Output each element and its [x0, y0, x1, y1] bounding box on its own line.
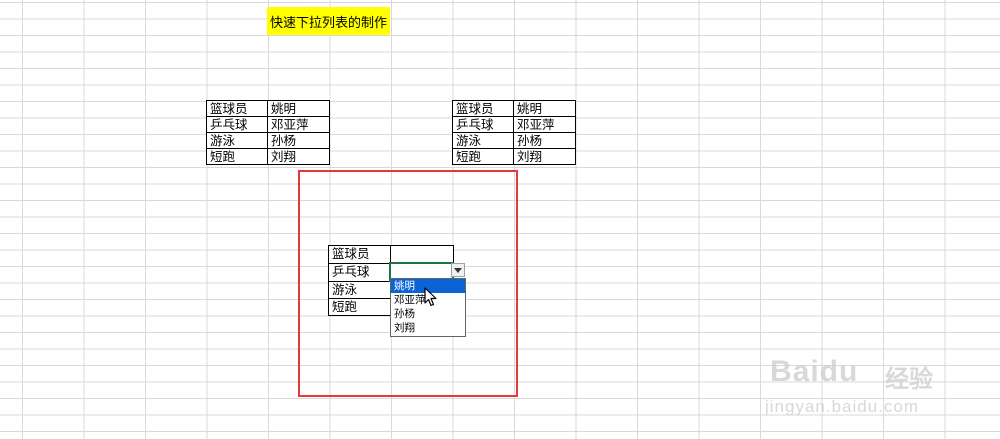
table-cell[interactable]: 游泳 [206, 132, 268, 149]
table-row: 乒乓球 [328, 262, 454, 282]
table-cell[interactable]: 姚明 [267, 100, 330, 117]
table-cell[interactable]: 邓亚萍 [513, 116, 576, 133]
watermark-logo: Baidu [770, 355, 859, 388]
table-row: 短跑 刘翔 [452, 148, 576, 165]
table-cell[interactable]: 篮球员 [206, 100, 268, 117]
highlight-box [298, 170, 518, 397]
table-cell[interactable]: 乒乓球 [206, 116, 268, 133]
table-cell[interactable]: 短跑 [452, 148, 514, 165]
table-cell[interactable]: 游泳 [328, 280, 391, 299]
baidu-watermark: Baidu 经验 jingyan.baidu.com [765, 355, 995, 435]
watermark-text: 经验 [885, 365, 933, 393]
table-row: 乒乓球 邓亚萍 [206, 116, 330, 133]
table-cell[interactable]: 篮球员 [328, 245, 391, 264]
table-row: 游泳 孙杨 [206, 132, 330, 149]
table-row: 乒乓球 邓亚萍 [452, 116, 576, 133]
table-row: 短跑 刘翔 [206, 148, 330, 165]
watermark-url: jingyan.baidu.com [765, 397, 920, 416]
table-cell[interactable]: 游泳 [452, 132, 514, 149]
left-reference-table: 篮球员 姚明 乒乓球 邓亚萍 游泳 孙杨 短跑 刘翔 [206, 100, 330, 165]
sheet-title-cell[interactable]: 快速下拉列表的制作 [267, 7, 390, 35]
table-cell[interactable]: 孙杨 [267, 132, 330, 149]
table-row: 游泳 孙杨 [452, 132, 576, 149]
table-cell[interactable]: 姚明 [513, 100, 576, 117]
table-cell[interactable]: 短跑 [328, 298, 391, 316]
table-cell[interactable]: 刘翔 [267, 148, 330, 165]
mouse-pointer-icon [424, 287, 437, 307]
table-cell[interactable]: 篮球员 [452, 100, 514, 117]
dropdown-option[interactable]: 刘翔 [394, 322, 415, 334]
right-reference-table: 篮球员 姚明 乒乓球 邓亚萍 游泳 孙杨 短跑 刘翔 [452, 100, 576, 165]
dropdown-option[interactable]: 孙杨 [394, 308, 415, 320]
table-row: 篮球员 姚明 [206, 100, 330, 117]
table-row: 篮球员 姚明 [452, 100, 576, 117]
table-row: 篮球员 [328, 245, 454, 264]
dropdown-option[interactable]: 邓亚萍 [394, 294, 426, 306]
dropdown-arrow-button[interactable] [451, 263, 465, 277]
table-cell[interactable]: 乒乓球 [452, 116, 514, 133]
table-cell[interactable]: 乒乓球 [328, 262, 391, 282]
table-cell[interactable]: 孙杨 [513, 132, 576, 149]
dropdown-cell[interactable] [389, 245, 454, 264]
dropdown-list: 姚明 邓亚萍 孙杨 刘翔 [390, 278, 466, 337]
chevron-down-icon [454, 267, 462, 273]
table-cell[interactable]: 邓亚萍 [267, 116, 330, 133]
table-cell[interactable]: 短跑 [206, 148, 268, 165]
table-cell[interactable]: 刘翔 [513, 148, 576, 165]
dropdown-option[interactable]: 姚明 [391, 279, 465, 293]
